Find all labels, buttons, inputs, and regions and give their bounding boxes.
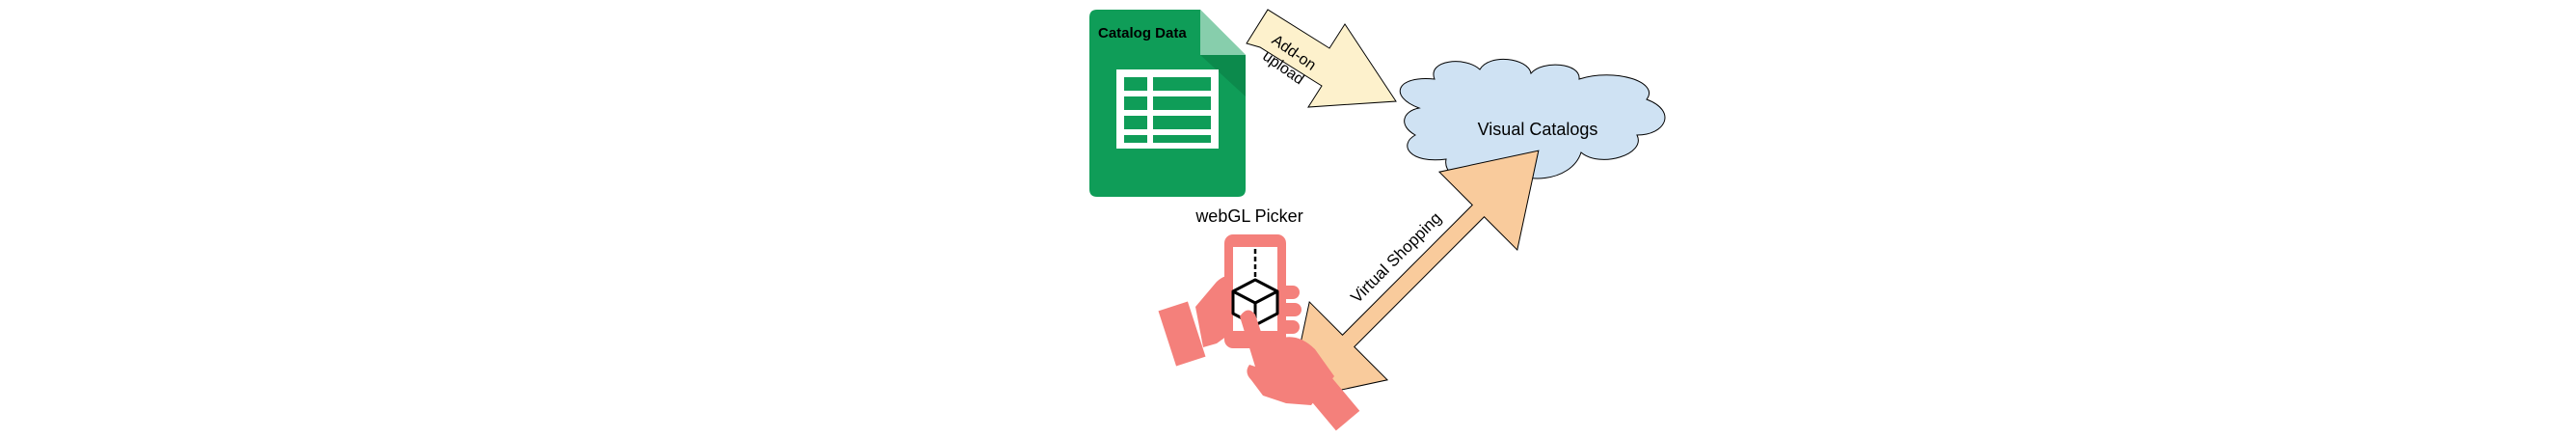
webgl-picker-label: webGL Picker [1194, 206, 1302, 226]
spreadsheet-icon [1089, 10, 1246, 197]
cloud-icon [1399, 58, 1666, 182]
virtual-shopping-arrow: Virtual Shopping [1287, 150, 1540, 402]
catalog-data-title: Catalog Data [1098, 25, 1187, 41]
pointing-hand-icon [1240, 310, 1360, 431]
cloud-label: Visual Catalogs [1478, 120, 1598, 139]
upload-arrow: Add-on upload [1246, 9, 1397, 108]
double-arrow-shape [1287, 150, 1540, 402]
catalog-data-sheet: Catalog Data [1089, 10, 1246, 197]
visual-catalogs-cloud: Visual Catalogs [1399, 58, 1666, 182]
upload-arrow-shape [1246, 9, 1397, 108]
webgl-picker: webGL Picker [1158, 206, 1360, 431]
